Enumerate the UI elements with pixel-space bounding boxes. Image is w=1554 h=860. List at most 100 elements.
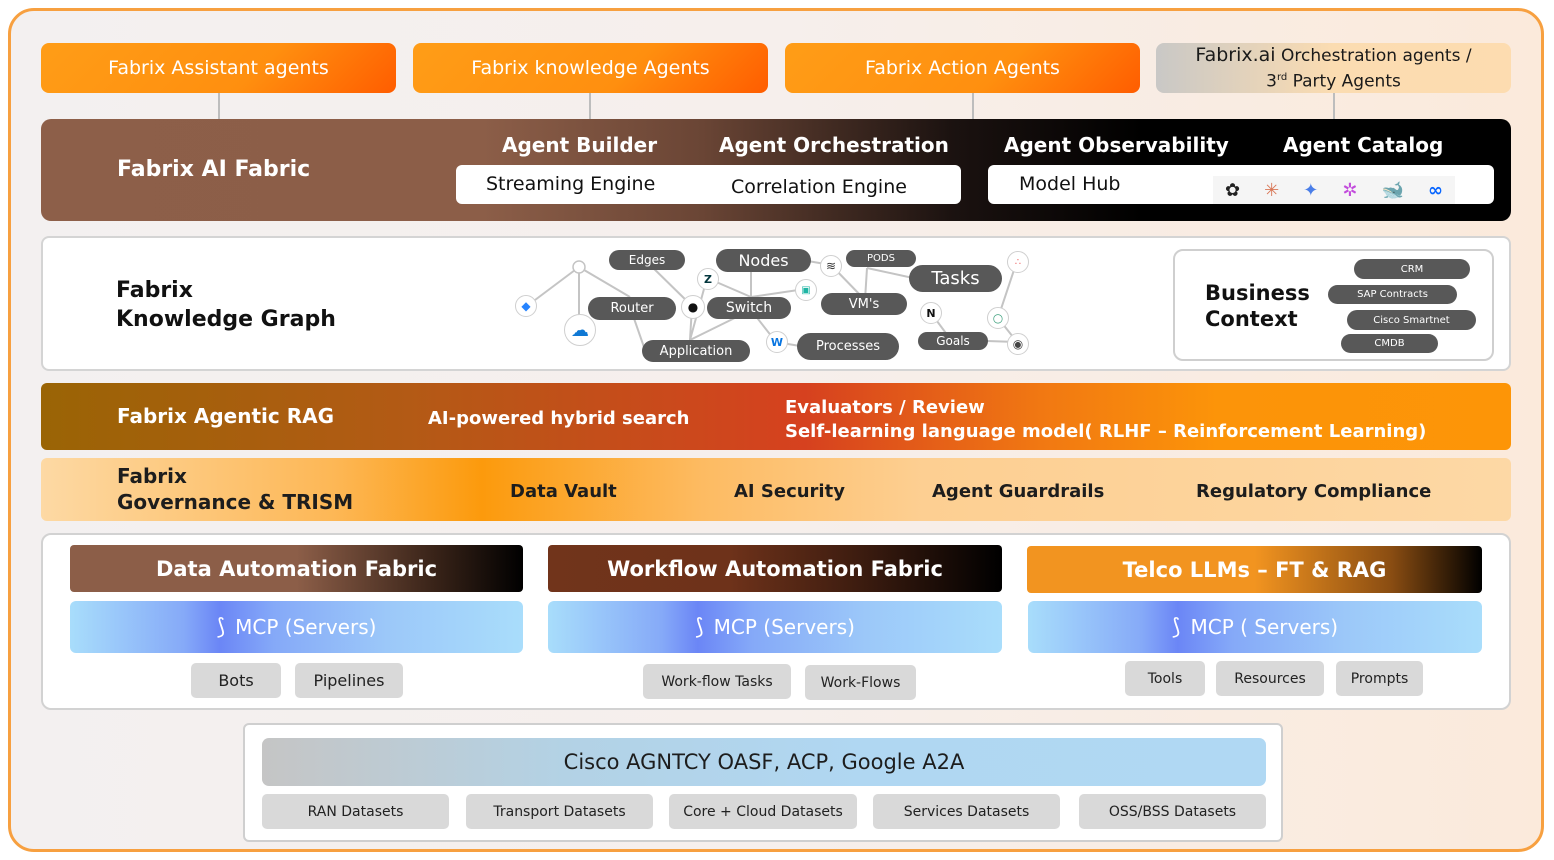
dataset-ran[interactable]: RAN Datasets	[262, 794, 449, 829]
graph-node-pods[interactable]: PODS	[846, 250, 916, 267]
hybrid-search-label[interactable]: AI-powered hybrid search	[428, 408, 690, 429]
mcp-icon: ⟆	[1171, 614, 1181, 640]
bc-title-line2: Context	[1205, 307, 1298, 331]
connector-line	[589, 93, 591, 119]
graph-node-processes[interactable]: Processes	[797, 333, 899, 360]
chip-resources[interactable]: Resources	[1216, 661, 1324, 696]
connector-line	[1333, 93, 1335, 119]
asana-icon: ∴	[1007, 251, 1029, 273]
data-vault-label[interactable]: Data Vault	[510, 481, 617, 502]
gov-title-line1: Fabrix	[117, 464, 187, 488]
chip-prompts[interactable]: Prompts	[1336, 661, 1423, 696]
graph-node-goals[interactable]: Goals	[918, 332, 988, 350]
action-agents-box[interactable]: Fabrix Action Agents	[785, 43, 1140, 93]
graph-hub-node	[572, 260, 586, 274]
telco-llms-title[interactable]: Telco LLMs – FT & RAG	[1027, 546, 1482, 593]
bc-item-cmdb[interactable]: CMDB	[1341, 334, 1438, 353]
agentic-rag-layer	[41, 383, 1511, 450]
chip-tools[interactable]: Tools	[1125, 661, 1205, 696]
kg-title-line1: Fabrix	[116, 278, 193, 303]
graph-node-edges[interactable]: Edges	[609, 250, 685, 270]
dataset-core-cloud[interactable]: Core + Cloud Datasets	[669, 794, 857, 829]
bc-item-cisco-smartnet[interactable]: Cisco Smartnet	[1347, 310, 1476, 330]
graph-node-application[interactable]: Application	[642, 340, 750, 362]
agentic-rag-title: Fabrix Agentic RAG	[117, 404, 335, 428]
mcp-servers-telco[interactable]: ⟆ MCP ( Servers)	[1028, 601, 1482, 653]
agent-observability-label[interactable]: Agent Observability	[1004, 133, 1229, 157]
model-icons-strip: ✿ ✳ ✦ ✲ 🐋 ∞	[1213, 176, 1455, 204]
streaming-engine-label[interactable]: Streaming Engine	[486, 173, 656, 195]
notion-icon: N	[920, 302, 942, 324]
data-automation-fabric-title[interactable]: Data Automation Fabric	[70, 545, 523, 592]
mcp-icon: ⟆	[695, 614, 704, 640]
connector-line	[972, 93, 974, 119]
graph-node-nodes[interactable]: Nodes	[716, 249, 811, 272]
deepseek-icon: 🐋	[1381, 179, 1404, 201]
assistant-agents-label: Fabrix Assistant agents	[108, 57, 329, 79]
onedrive-icon: ☁	[564, 314, 596, 346]
kg-title-line2: Knowledge Graph	[116, 307, 336, 332]
graph-node-switch[interactable]: Switch	[707, 297, 791, 319]
bc-item-crm[interactable]: CRM	[1354, 259, 1470, 279]
action-agents-label: Fabrix Action Agents	[865, 57, 1060, 79]
chip-workflow-tasks[interactable]: Work-flow Tasks	[643, 664, 791, 699]
chip-bots[interactable]: Bots	[191, 663, 281, 698]
mcp-icon: ⟆	[216, 614, 226, 640]
github-icon: ●	[681, 295, 705, 319]
third-suffix: rd	[1276, 71, 1288, 83]
protocols-bar[interactable]: Cisco AGNTCY OASF, ACP, Google A2A	[262, 738, 1266, 786]
self-learning-label[interactable]: Self-learning language model( RLHF – Rei…	[785, 421, 1427, 442]
mcp-label: MCP ( Servers)	[1190, 615, 1339, 639]
agent-guardrails-label[interactable]: Agent Guardrails	[932, 481, 1105, 502]
engine-strip	[456, 165, 961, 204]
graph-node-tasks[interactable]: Tasks	[909, 265, 1002, 292]
chip-workflows[interactable]: Work-Flows	[805, 665, 916, 700]
model-hub-label[interactable]: Model Hub	[1019, 173, 1121, 195]
regulatory-compliance-label[interactable]: Regulatory Compliance	[1196, 481, 1432, 502]
mcp-label: MCP (Servers)	[235, 615, 377, 639]
graph-node-router[interactable]: Router	[588, 297, 676, 320]
ai-security-label[interactable]: AI Security	[734, 481, 845, 502]
chip-pipelines[interactable]: Pipelines	[295, 663, 403, 698]
bc-title-line1: Business	[1205, 281, 1310, 305]
jira-icon: ◆	[515, 295, 537, 317]
gemini-icon: ✦	[1303, 179, 1319, 201]
dataset-services[interactable]: Services Datasets	[873, 794, 1060, 829]
assistant-agents-box[interactable]: Fabrix Assistant agents	[41, 43, 396, 93]
third-number: 3	[1266, 71, 1277, 92]
mcp-servers-data[interactable]: ⟆ MCP (Servers)	[70, 601, 523, 653]
meta-icon: ∞	[1427, 179, 1443, 201]
knowledge-graph-title: Fabrix Knowledge Graph	[116, 276, 336, 334]
workday-icon: W	[766, 331, 788, 353]
support-app-icon: ○	[987, 307, 1009, 329]
dataset-oss-bss[interactable]: OSS/BSS Datasets	[1079, 794, 1266, 829]
governance-title: Fabrix Governance & TRISM	[117, 463, 353, 515]
orchestration-brand: Fabrix.ai	[1195, 43, 1276, 66]
claude-icon: ✳	[1264, 179, 1280, 201]
knowledge-agents-box[interactable]: Fabrix knowledge Agents	[413, 43, 768, 93]
dataset-transport[interactable]: Transport Datasets	[466, 794, 653, 829]
evaluators-label[interactable]: Evaluators / Review	[785, 397, 985, 418]
party-agents-text: Party Agents	[1287, 71, 1401, 92]
business-context-title: Business Context	[1205, 280, 1310, 332]
openai-icon: ✿	[1225, 179, 1241, 201]
mcp-label: MCP (Servers)	[713, 615, 855, 639]
agent-builder-label[interactable]: Agent Builder	[502, 133, 658, 157]
agent-orchestration-label[interactable]: Agent Orchestration	[719, 133, 949, 157]
workflow-automation-fabric-title[interactable]: Workflow Automation Fabric	[548, 545, 1002, 592]
connector-line	[218, 93, 220, 119]
graph-node-vms[interactable]: VM's	[821, 293, 907, 315]
ai-fabric-title: Fabrix AI Fabric	[117, 157, 311, 182]
bc-item-sap-contracts[interactable]: SAP Contracts	[1328, 285, 1457, 304]
video-app-icon: ▣	[795, 279, 817, 301]
orchestration-agents-box[interactable]: Fabrix.ai Orchestration agents / 3rd Par…	[1156, 43, 1511, 93]
perplexity-icon: ✲	[1342, 179, 1358, 201]
gov-title-line2: Governance & TRISM	[117, 490, 354, 514]
agent-catalog-label[interactable]: Agent Catalog	[1283, 133, 1444, 157]
circle-app-icon: ◉	[1007, 333, 1029, 355]
orchestration-agents-line1: Fabrix.ai Orchestration agents /	[1195, 44, 1471, 67]
correlation-engine-label[interactable]: Correlation Engine	[731, 176, 907, 198]
knowledge-agents-label: Fabrix knowledge Agents	[471, 57, 710, 79]
layers-icon: ≋	[820, 255, 842, 277]
mcp-servers-workflow[interactable]: ⟆ MCP (Servers)	[548, 601, 1002, 653]
